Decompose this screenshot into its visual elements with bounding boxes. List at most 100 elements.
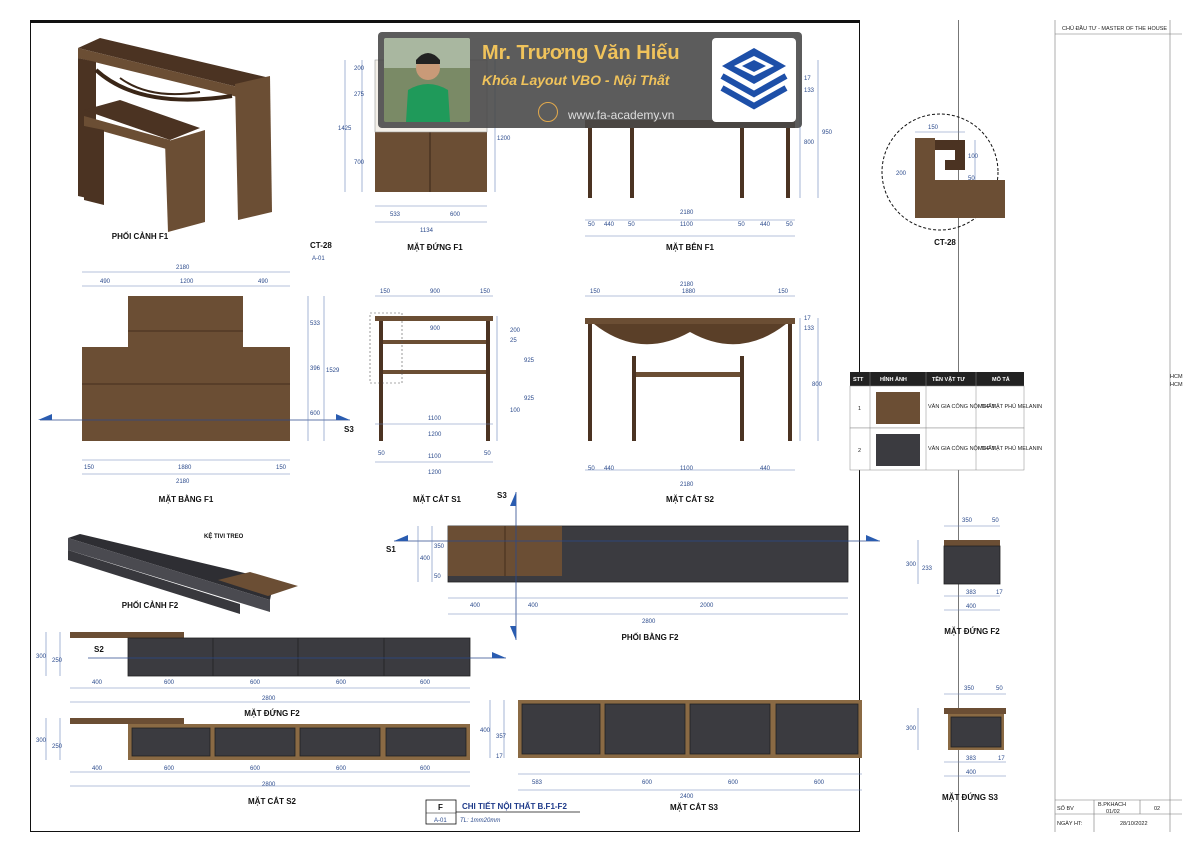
dim-df2-600b: 600 (250, 680, 261, 686)
dim-s2-150a: 150 (590, 289, 601, 295)
label-s2-elev: S2 (94, 645, 104, 654)
dim-s2-17: 17 (804, 316, 811, 322)
dim-pb-400b: 400 (528, 603, 539, 609)
dim-s2-1880: 1880 (682, 289, 696, 295)
title-ref: A-01 (434, 818, 447, 824)
dim-mb-50c: 50 (738, 222, 745, 228)
dim-s1-25: 25 (510, 338, 517, 344)
dim-cs3-17: 17 (496, 754, 503, 760)
dim-cs2-600d: 600 (420, 766, 431, 772)
dim-cs2-600c: 600 (336, 766, 347, 772)
dim-ds3-350: 350 (964, 686, 975, 692)
mat-dung-f2-right-drawing (917, 525, 1001, 611)
dim-md-1200: 1200 (497, 136, 511, 142)
dim-s1-1100a: 1100 (428, 416, 442, 422)
dim-s2-50a: 50 (588, 466, 595, 472)
dim-s2-133: 133 (804, 326, 815, 332)
title-letter: F (438, 803, 443, 812)
table-header-hinh-anh: HÌNH ẢNH (880, 375, 907, 383)
dim-cs2-400: 400 (92, 766, 103, 772)
table-row1-desc: MDF MẶT PHỦ MELANIN (978, 403, 1042, 410)
dim-f1-1529: 1529 (326, 368, 340, 374)
label-phoi-bang-f2: PHỐI BẰNG F2 (622, 632, 679, 642)
ngay-value: 28/10/2022 (1120, 821, 1148, 827)
website-link[interactable]: www.fa-academy.vn (568, 108, 675, 122)
dim-s2-800: 800 (812, 382, 823, 388)
dim-mb-950: 950 (822, 130, 833, 136)
dim-df2-600a: 600 (164, 680, 175, 686)
dim-mdf2-233: 233 (922, 566, 933, 572)
phoi-canh-f1-render (78, 38, 272, 232)
dim-f1-600: 600 (310, 411, 321, 417)
dim-mdf2-383: 383 (966, 590, 977, 596)
academy-logo (712, 38, 796, 122)
dim-cs2-600a: 600 (164, 766, 175, 772)
title-block (425, 799, 580, 825)
dim-pb-400a: 400 (470, 603, 481, 609)
dim-ct-150: 150 (928, 125, 939, 131)
ct28-callout-tag: CT-28 (310, 241, 332, 250)
dim-md-1425: 1425 (338, 126, 352, 132)
dim-cs2-600b: 600 (250, 766, 261, 772)
dim-cs3-400: 400 (480, 728, 491, 734)
dim-cs2-250: 250 (52, 744, 63, 750)
dim-df2-250a: 250 (52, 658, 63, 664)
author-name: Mr. Trương Văn Hiếu (482, 42, 680, 64)
dim-cs2-300: 300 (36, 738, 47, 744)
table-header-ten-vat-tu: TÊN VẬT TƯ (932, 375, 965, 383)
material-table (849, 372, 1025, 471)
so-bv-value: B.PKHACH (1098, 802, 1126, 808)
dim-mb-50d: 50 (786, 222, 793, 228)
table-row2-stt: 2 (858, 448, 861, 454)
dim-f1-490b: 490 (258, 279, 269, 285)
dim-md-275: 275 (354, 92, 365, 98)
label-mat-dung-f2: MẶT ĐỨNG F2 (244, 709, 300, 718)
dim-mb-800: 800 (804, 140, 815, 146)
dim-md-600: 600 (450, 212, 461, 218)
dim-mdf2-400: 400 (966, 604, 977, 610)
dim-f1-2180b: 2180 (176, 479, 190, 485)
ct28-callout-ref: A-01 (312, 256, 325, 262)
owner-label: CHỦ ĐẦU TƯ - MASTER OF THE HOUSE (1062, 25, 1167, 32)
dim-s2-2180a: 2180 (680, 282, 694, 288)
dim-cs3-583: 583 (532, 780, 543, 786)
label-mat-dung-f2-right: MẶT ĐỨNG F2 (944, 627, 1000, 636)
dim-ct-100: 100 (968, 154, 979, 160)
course-name: Khóa Layout VBO - Nội Thất (482, 72, 670, 88)
dim-f1-150b: 150 (276, 465, 287, 471)
dim-mdf2-300: 300 (906, 562, 917, 568)
table-header-stt: STT (853, 377, 864, 383)
table-row2-desc: MDF MẶT PHỦ MELANIN (978, 445, 1042, 452)
dim-s2-440a: 440 (604, 466, 615, 472)
so-bv-sheet: 01/02 (1106, 809, 1120, 815)
label-s3-plan: S3 (344, 425, 354, 434)
table-row1-name: VÂN GIA CÔNG NỘI THẤT (928, 403, 996, 410)
mat-cat-s2-drawing (45, 718, 470, 787)
dim-mb-2180: 2180 (680, 210, 694, 216)
label-mat-cat-s3: MẶT CẮT S3 (670, 803, 719, 812)
dim-cs3-600c: 600 (814, 780, 825, 786)
so-bv-label: SỐ BV (1057, 805, 1074, 812)
dim-f1-150a: 150 (84, 465, 95, 471)
mat-dung-f2-drawing (45, 632, 506, 703)
dim-mb-440b: 440 (760, 222, 771, 228)
dim-df2-600c: 600 (336, 680, 347, 686)
label-ke-tivi-treo: KỆ TIVI TREO (204, 532, 244, 540)
label-mat-dung-s3: MẶT ĐỨNG S3 (942, 793, 999, 802)
label-phoi-canh-f2: PHỐI CẢNH F2 (122, 600, 179, 610)
dim-f1-2180a: 2180 (176, 265, 190, 271)
mat-dung-s3-drawing (917, 693, 1006, 777)
dim-pb-2000: 2000 (700, 603, 714, 609)
dim-s2-2180b: 2180 (680, 482, 694, 488)
dim-cs3-2400: 2400 (680, 794, 694, 800)
label-mat-cat-s1: MẶT CẮT S1 (413, 495, 462, 504)
dim-s1-1200b: 1200 (428, 470, 442, 476)
dim-mb-50a: 50 (588, 222, 595, 228)
globe-icon (538, 102, 558, 122)
dim-ds3-383: 383 (966, 756, 977, 762)
label-mat-ben-f1: MẶT BÊN F1 (666, 243, 715, 252)
dim-s1-50a: 50 (378, 451, 385, 457)
dim-df2-600d: 600 (420, 680, 431, 686)
phoi-bang-f2-drawing (394, 492, 880, 640)
dim-pb-2800: 2800 (642, 619, 656, 625)
